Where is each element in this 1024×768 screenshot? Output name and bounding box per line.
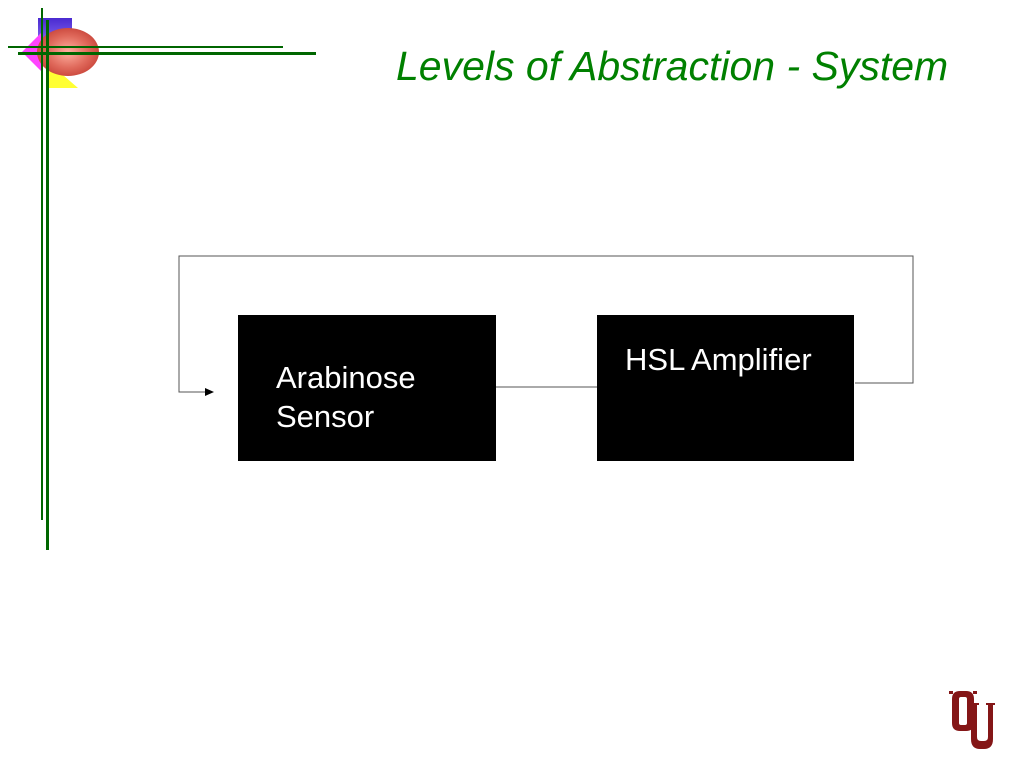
hsl-amplifier-block: HSL Amplifier <box>597 315 854 461</box>
arabinose-sensor-label-line1: Arabinose <box>276 359 416 397</box>
ou-logo-icon <box>948 689 998 751</box>
feedback-arrowhead <box>205 388 214 396</box>
hsl-amplifier-label: HSL Amplifier <box>625 341 812 379</box>
arabinose-sensor-block: Arabinose Sensor <box>238 315 496 461</box>
arabinose-sensor-label-line2: Sensor <box>276 398 374 436</box>
